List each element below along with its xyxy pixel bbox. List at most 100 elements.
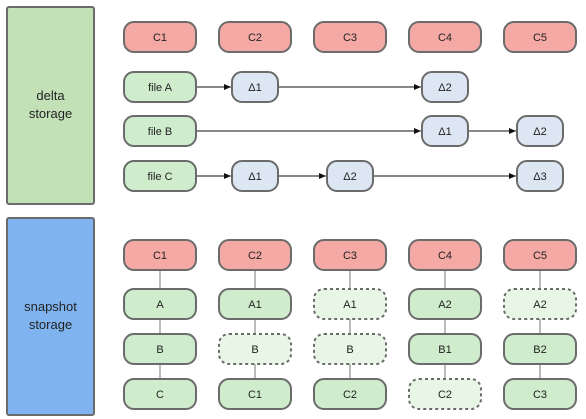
delta-node: Δ2: [516, 115, 564, 147]
delta-file-node-label: file B: [148, 126, 172, 138]
delta-storage-panel: delta storage: [6, 6, 95, 205]
delta-file-node-shape: [123, 71, 197, 103]
snapshot-file-shape: [408, 333, 482, 365]
snapshot-commit-c4-label: C4: [438, 250, 452, 262]
snapshot-file-shape: [218, 288, 292, 320]
delta-file-row: file C Δ1 Δ2 Δ3: [123, 160, 564, 192]
snapshot-file-shape: [123, 333, 197, 365]
delta-file-node: file A: [123, 71, 197, 103]
snapshot-file: A2: [408, 288, 482, 320]
delta-node-label: Δ1: [438, 126, 451, 138]
snapshot-file-unchanged-label: B: [346, 344, 353, 356]
snapshot-commit-c4-shape: [408, 239, 482, 271]
delta-node-shape: [516, 115, 564, 147]
snapshot-file-unchanged-shape: [408, 378, 482, 410]
snapshot-commit-c1-shape: [123, 239, 197, 271]
snapshot-commit-c3-shape: [313, 239, 387, 271]
delta-node-label: Δ1: [248, 171, 261, 183]
snapshot-file-label: B1: [438, 344, 451, 356]
snapshot-file-unchanged-label: A1: [343, 299, 356, 311]
snapshot-file-unchanged-shape: [218, 333, 292, 365]
delta-file-row: file B Δ1 Δ2: [123, 115, 564, 147]
delta-file-node: file C: [123, 160, 197, 192]
snapshot-commit-c5-shape: [503, 239, 577, 271]
delta-node-label: Δ1: [248, 82, 261, 94]
snapshot-file-shape: [123, 378, 197, 410]
delta-node: Δ1: [231, 71, 279, 103]
delta-commit-c4-label: C4: [438, 32, 452, 44]
snapshot-file-unchanged: A1: [313, 288, 387, 320]
snapshot-file-unchanged: B: [313, 333, 387, 365]
snapshot-file-unchanged-shape: [313, 333, 387, 365]
delta-node-label: Δ2: [533, 126, 546, 138]
snapshot-file: A: [123, 288, 197, 320]
delta-node-shape: [231, 160, 279, 192]
delta-node: Δ1: [231, 160, 279, 192]
snapshot-file-unchanged: B: [218, 333, 292, 365]
snapshot-file: C1: [218, 378, 292, 410]
snapshot-file-shape: [503, 378, 577, 410]
snapshot-file-unchanged-label: B: [251, 344, 258, 356]
snapshot-file-shape: [123, 288, 197, 320]
snapshot-file-label: C1: [248, 389, 262, 401]
delta-commit-c4-shape: [408, 21, 482, 53]
delta-file-node-label: file A: [148, 82, 173, 94]
snapshot-file-shape: [408, 288, 482, 320]
delta-node-label: Δ2: [343, 171, 356, 183]
snapshot-file-label: A2: [438, 299, 451, 311]
delta-node-label: Δ2: [438, 82, 451, 94]
snapshot-commit-c2: C2: [218, 239, 292, 271]
snapshot-commit-c5: C5: [503, 239, 577, 271]
snapshot-file-label: B2: [533, 344, 546, 356]
snapshot-file-label: C: [156, 389, 164, 401]
snapshot-file: A1: [218, 288, 292, 320]
delta-commit-c1: C1: [123, 21, 197, 53]
delta-storage-label-line2: storage: [29, 106, 72, 121]
delta-commit-c5-label: C5: [533, 32, 547, 44]
snapshot-commit-c2-label: C2: [248, 250, 262, 262]
snapshot-file-label: C2: [343, 389, 357, 401]
snapshot-file: C: [123, 378, 197, 410]
delta-commit-c5: C5: [503, 21, 577, 53]
delta-commit-c2-shape: [218, 21, 292, 53]
delta-commit-c4: C4: [408, 21, 482, 53]
delta-node-shape: [421, 71, 469, 103]
delta-file-node-shape: [123, 160, 197, 192]
delta-storage-label-line1: delta: [36, 88, 65, 103]
delta-node: Δ2: [421, 71, 469, 103]
snapshot-file-label: A1: [248, 299, 261, 311]
snapshot-file-shape: [503, 333, 577, 365]
delta-node-shape: [421, 115, 469, 147]
delta-node: Δ1: [421, 115, 469, 147]
snapshot-file-label: A: [156, 299, 164, 311]
snapshot-storage-panel: snapshot storage: [6, 217, 95, 416]
delta-node-shape: [516, 160, 564, 192]
snapshot-column: C1A B C: [123, 239, 197, 410]
delta-commit-c2: C2: [218, 21, 292, 53]
snapshot-file-unchanged-label: A2: [533, 299, 546, 311]
snapshot-storage-label-line1: snapshot: [24, 299, 77, 314]
snapshot-file-unchanged-shape: [503, 288, 577, 320]
snapshot-commit-c3-label: C3: [343, 250, 357, 262]
delta-commit-c3-label: C3: [343, 32, 357, 44]
snapshot-file-unchanged: A2: [503, 288, 577, 320]
snapshot-file-unchanged-shape: [313, 288, 387, 320]
delta-node-shape: [326, 160, 374, 192]
delta-file-node: file B: [123, 115, 197, 147]
snapshot-storage-label-line2: storage: [29, 317, 72, 332]
snapshot-commit-c1-label: C1: [153, 250, 167, 262]
delta-node: Δ3: [516, 160, 564, 192]
snapshot-file: C3: [503, 378, 577, 410]
snapshot-commit-c4: C4: [408, 239, 482, 271]
delta-commit-c5-shape: [503, 21, 577, 53]
snapshot-file: B1: [408, 333, 482, 365]
snapshot-file: B: [123, 333, 197, 365]
